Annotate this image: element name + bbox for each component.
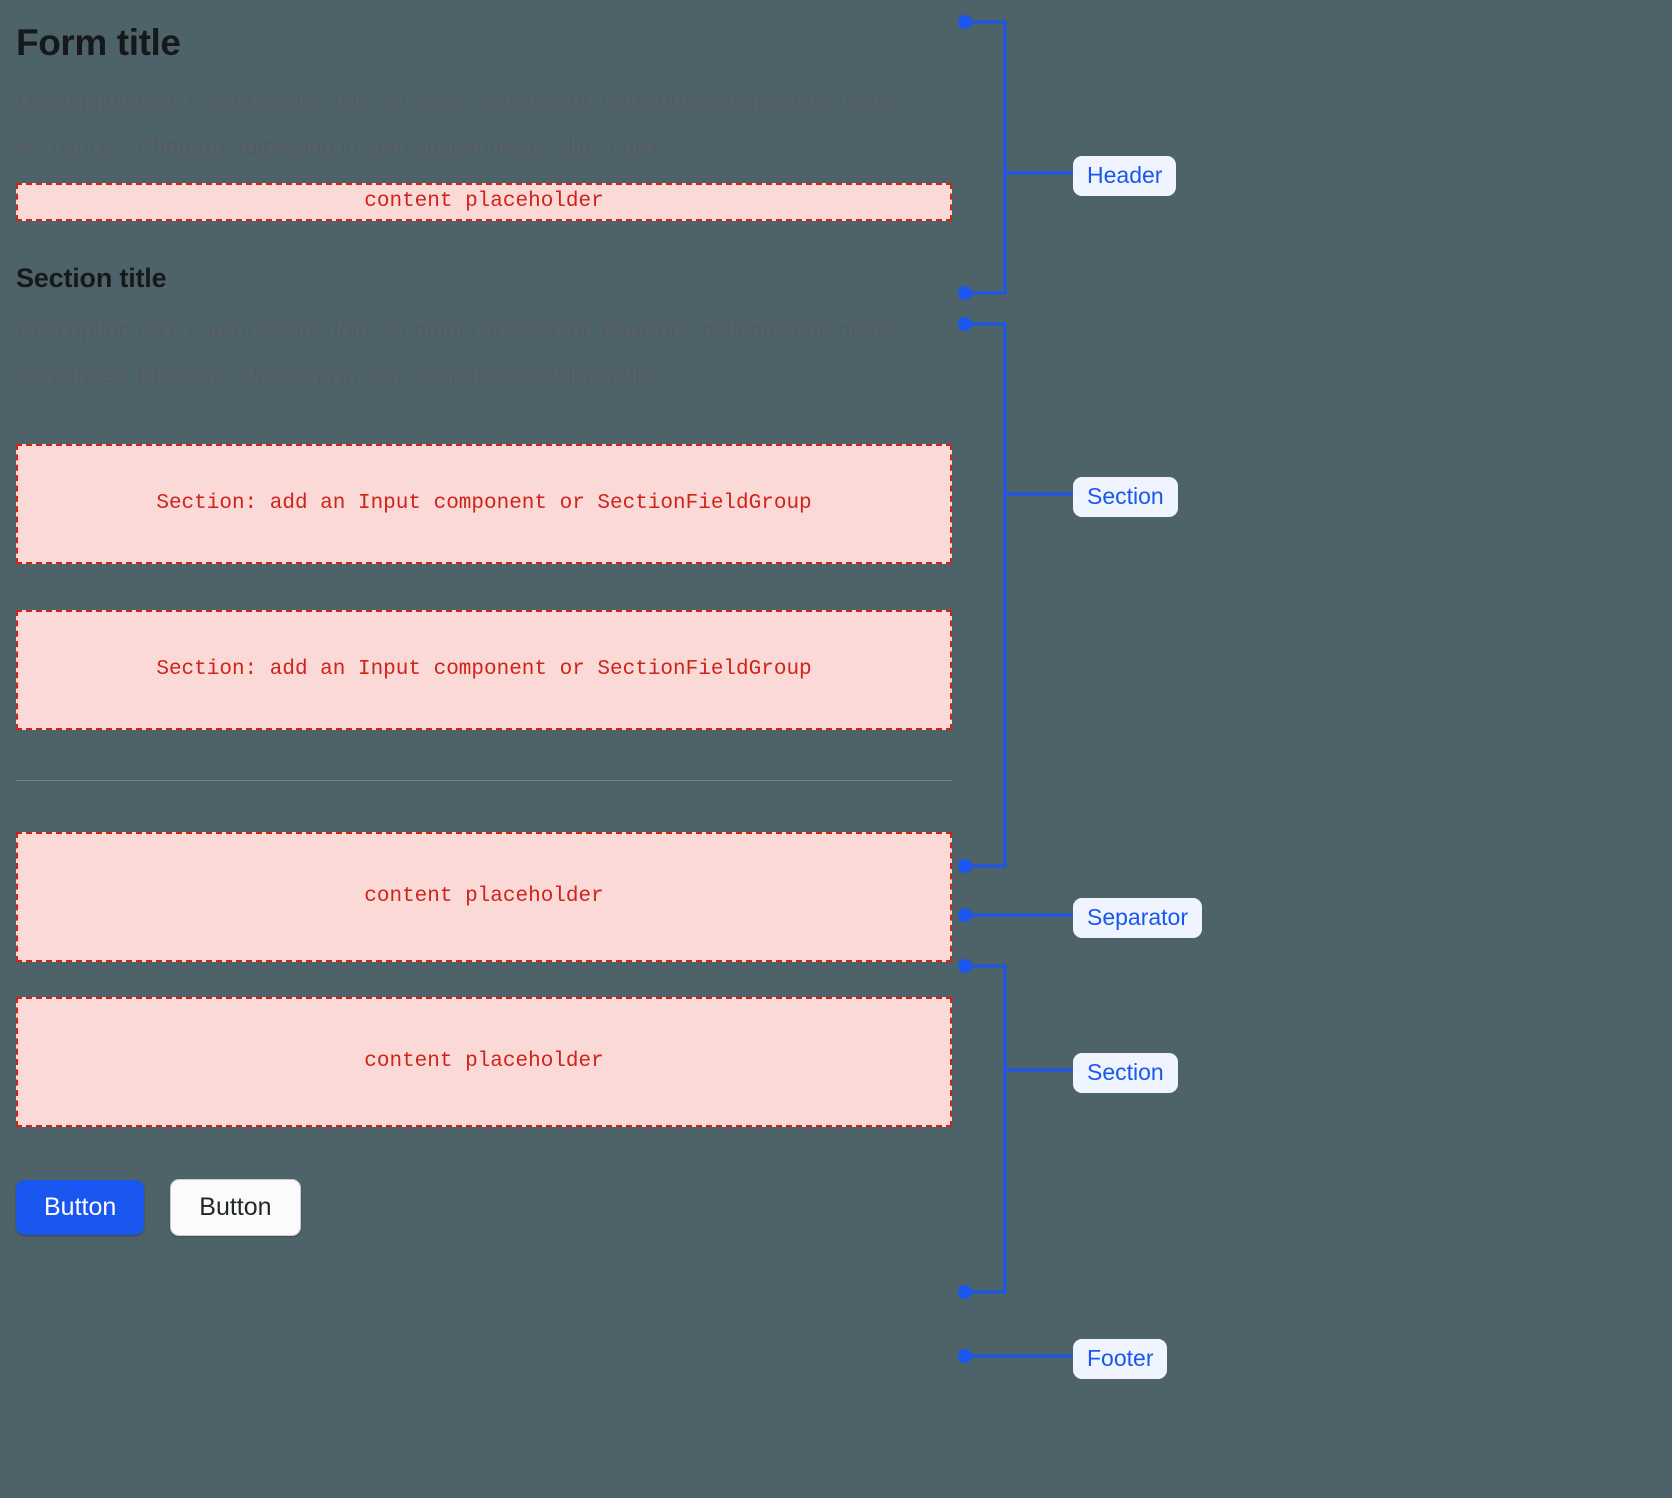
annotation-label-separator[interactable]: Separator bbox=[1073, 898, 1203, 939]
section-description: Description text. Lorem ipsum dolor sit … bbox=[16, 316, 895, 388]
form-title: Form title bbox=[16, 22, 181, 63]
separator bbox=[16, 779, 952, 781]
form-header-block: Form title Description text. Lorem ipsum… bbox=[16, 22, 952, 221]
annotation-label-section-one[interactable]: Section bbox=[1073, 477, 1178, 518]
annotation-anchor-dots bbox=[958, 15, 972, 1363]
section-two-block: content placeholder content placeholder bbox=[16, 831, 952, 1127]
primary-button[interactable]: Button bbox=[16, 1179, 145, 1235]
annotation-label-section-two[interactable]: Section bbox=[1073, 1053, 1178, 1094]
section-two-bracket bbox=[965, 964, 1007, 1294]
section-one-bracket bbox=[965, 322, 1007, 868]
section-one-block: Section title Description text. Lorem ip… bbox=[16, 263, 952, 730]
section-field-placeholder-2: Section: add an Input component or Secti… bbox=[16, 609, 952, 730]
annotation-label-header[interactable]: Header bbox=[1073, 156, 1177, 197]
section-two-placeholder-2: content placeholder bbox=[16, 996, 952, 1127]
annotation-label-footer[interactable]: Footer bbox=[1073, 1339, 1168, 1380]
secondary-button[interactable]: Button bbox=[170, 1178, 301, 1236]
header-content-placeholder: content placeholder bbox=[16, 182, 952, 221]
header-bracket bbox=[965, 20, 1007, 295]
form-description: Description text. Lorem ipsum dolor sit … bbox=[16, 87, 895, 159]
section-two-placeholder-1: content placeholder bbox=[16, 831, 952, 962]
section-field-placeholder-1: Section: add an Input component or Secti… bbox=[16, 443, 952, 564]
section-title: Section title bbox=[16, 262, 167, 293]
form-container: Form title Description text. Lorem ipsum… bbox=[16, 0, 952, 1236]
form-footer: Button Button bbox=[16, 1178, 952, 1236]
